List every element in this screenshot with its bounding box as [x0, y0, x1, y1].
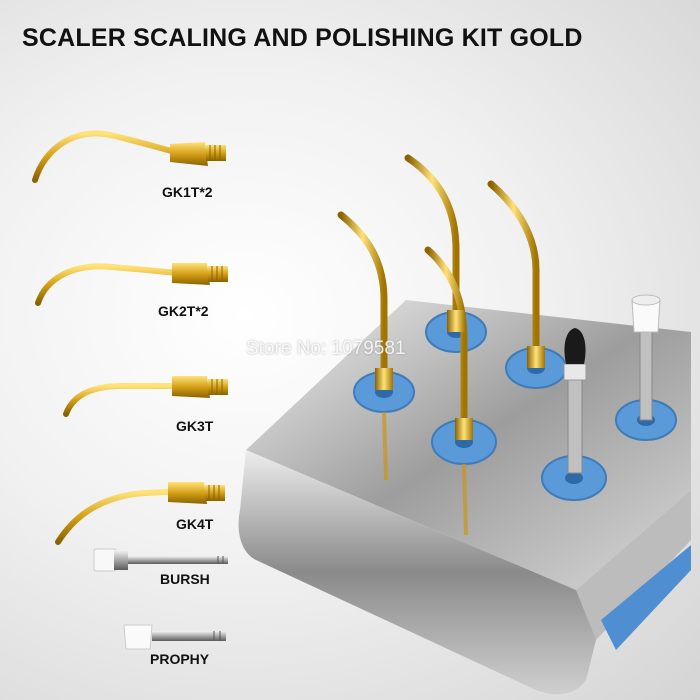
item-label-gk2t: GK2T*2 [158, 303, 209, 319]
scaler-tip-gk4t-icon [55, 482, 225, 545]
scaler-tip-gk2t-icon [35, 263, 228, 306]
scaler-tip-gk1t-icon [32, 130, 226, 183]
item-label-gk3t: GK3T [176, 418, 214, 434]
tip-holder-image [238, 154, 691, 695]
item-label-gk1t: GK1T*2 [162, 184, 213, 200]
prophy-cup-icon [123, 624, 226, 650]
page-title: SCALER SCALING AND POLISHING KIT GOLD [22, 24, 583, 52]
item-label-gk4t: GK4T [176, 516, 214, 532]
item-label-prophy: PROPHY [150, 651, 210, 667]
scaler-tip-gk3t-icon [63, 376, 228, 417]
item-label-brush: BURSH [160, 571, 210, 587]
store-watermark: Store No: 1079581 [246, 338, 406, 359]
brush-icon [93, 548, 228, 572]
